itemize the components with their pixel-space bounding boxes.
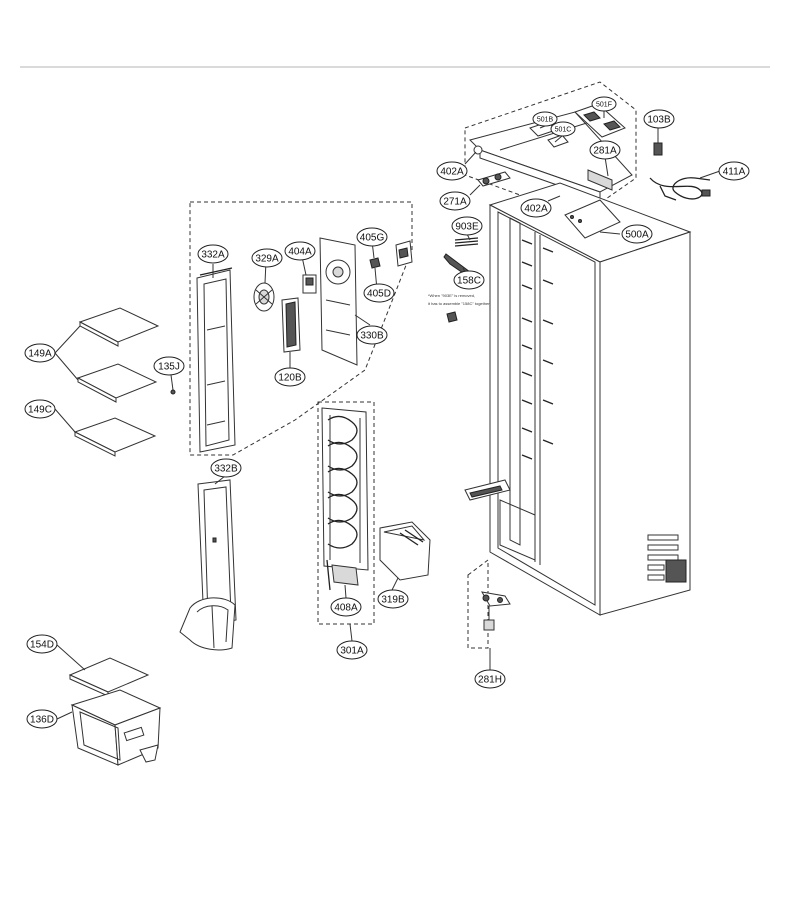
- callout-103B: 103B: [643, 109, 675, 129]
- callout-149C: 149C: [24, 399, 56, 419]
- callout-158C-text: 158C: [457, 276, 481, 287]
- callout-404A: 404A: [284, 241, 316, 261]
- callout-149A: 149A: [24, 343, 56, 363]
- dispenser-bracket: [464, 479, 511, 501]
- callout-501F: 501F: [591, 96, 617, 112]
- note-line-2: it has to assemble "158C" together.: [428, 301, 490, 306]
- callout-332B: 332B: [210, 458, 242, 478]
- callout-402A-mid-text: 402A: [524, 204, 548, 215]
- callout-136D-text: 136D: [30, 715, 54, 726]
- callout-405G: 405G: [356, 227, 388, 247]
- hinge-271A: [477, 171, 511, 187]
- callout-500A: 500A: [621, 224, 653, 244]
- evaporator-coils: [327, 415, 361, 563]
- shelf-149A-lower: [76, 363, 158, 403]
- callout-271A-text: 271A: [443, 197, 467, 208]
- callout-903E-text: 903E: [455, 222, 479, 233]
- callout-135J: 135J: [153, 356, 185, 376]
- ice-chute: [179, 597, 236, 651]
- callout-103B-text: 103B: [647, 115, 671, 126]
- evaporator-301A: [321, 407, 369, 591]
- bin-136D: [70, 689, 162, 766]
- shelf-rails: [521, 239, 554, 460]
- callout-903E: 903E: [451, 216, 483, 236]
- note-line-1: *When "903E" is removed,: [428, 293, 475, 298]
- callout-319B-text: 319B: [381, 595, 405, 606]
- callout-329A-text: 329A: [255, 254, 279, 265]
- callout-301A-text: 301A: [340, 646, 364, 657]
- callout-402A-top-text: 402A: [440, 167, 464, 178]
- callout-404A-text: 404A: [288, 247, 312, 258]
- callout-405G-text: 405G: [360, 233, 385, 244]
- callout-501F-text: 501F: [596, 102, 612, 109]
- callout-402A-mid: 402A: [520, 198, 552, 218]
- screw-135J: [170, 389, 176, 395]
- power-cord-411A: [649, 177, 711, 201]
- callout-402A-top: 402A: [436, 161, 468, 181]
- note-text: *When "903E" is removed, it has to assem…: [428, 293, 490, 306]
- evaporator-cover-group-outline: [189, 201, 413, 456]
- callout-149A-text: 149A: [28, 349, 52, 360]
- fan-329A: [253, 282, 275, 312]
- evaporator-group-outline: [317, 401, 375, 625]
- callout-332A-text: 332A: [201, 250, 225, 261]
- callout-332A: 332A: [197, 244, 229, 264]
- callout-501B: 501B: [532, 111, 558, 127]
- callout-154D: 154D: [26, 634, 58, 654]
- freezer-cover-332B: [197, 479, 237, 627]
- callout-329A: 329A: [251, 248, 283, 268]
- shelf-149A-upper: [78, 307, 160, 347]
- callout-411A-text: 411A: [723, 167, 746, 178]
- cover-501C: [547, 134, 569, 148]
- callout-500A-text: 500A: [625, 230, 649, 241]
- callout-408A-text: 408A: [334, 603, 358, 614]
- callout-281A: 281A: [589, 140, 621, 160]
- callout-330B: 330B: [356, 325, 388, 345]
- motor-404A: [302, 274, 317, 294]
- drain-heater-319B: [379, 521, 431, 581]
- connector-103B: [653, 142, 663, 156]
- duct-330B: [319, 237, 358, 366]
- callout-501B-text: 501B: [537, 117, 554, 124]
- cabinet-500A: [488, 182, 692, 616]
- damper-group-outline: [467, 559, 489, 649]
- tray-154D: [68, 657, 150, 697]
- small-clip: [446, 311, 458, 323]
- evaporator-cover-332A: [196, 267, 236, 453]
- callout-281A-text: 281A: [593, 146, 617, 157]
- callout-281H: 281H: [474, 669, 506, 689]
- top-cover-group-outline: [464, 81, 637, 211]
- bracket-405D: [395, 240, 413, 267]
- callout-135J-text: 135J: [158, 362, 180, 373]
- shelf-149C: [73, 417, 157, 457]
- callout-405D-text: 405D: [367, 289, 391, 300]
- sensor-405G: [369, 257, 381, 269]
- callout-120B-text: 120B: [278, 373, 302, 384]
- callout-149C-text: 149C: [28, 405, 52, 416]
- callout-158C: 158C: [453, 270, 485, 290]
- callout-120B: 120B: [274, 367, 306, 387]
- callout-319B: 319B: [377, 589, 409, 609]
- callout-408A: 408A: [330, 597, 362, 617]
- callout-411A: 411A: [718, 161, 750, 181]
- callout-330B-text: 330B: [360, 331, 384, 342]
- callout-405D: 405D: [363, 283, 395, 303]
- wire-903E: [454, 237, 479, 247]
- control-board-501F: [574, 103, 626, 138]
- callout-501C: 501C: [550, 121, 576, 137]
- callout-301A: 301A: [336, 640, 368, 660]
- callout-271A: 271A: [439, 191, 471, 211]
- callout-281H-text: 281H: [478, 675, 502, 686]
- callout-136D: 136D: [26, 709, 58, 729]
- callout-154D-text: 154D: [30, 640, 54, 651]
- heater-120B: [281, 297, 301, 353]
- callout-332B-text: 332B: [214, 464, 238, 475]
- callout-501C-text: 501C: [555, 127, 572, 134]
- damper-281H: [481, 591, 511, 631]
- side-vents: [647, 534, 687, 583]
